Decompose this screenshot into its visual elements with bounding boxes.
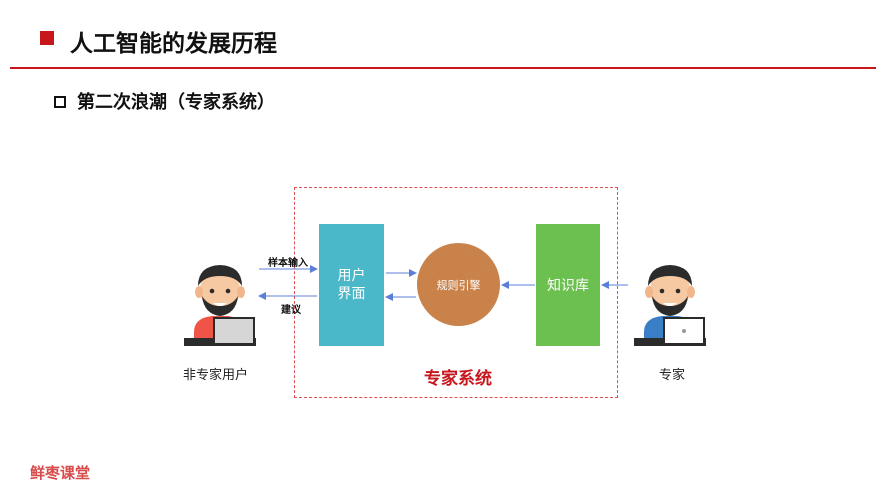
expert-label: 专家 — [659, 368, 686, 383]
user-interface-label: 用户界面 — [337, 268, 366, 302]
subtitle-bullet — [54, 96, 66, 108]
user-interface-block: 用户界面 — [319, 224, 384, 346]
advice-label: 建议 — [281, 305, 301, 316]
non-expert-user-label: 非专家用户 — [183, 368, 249, 383]
knowledge-base-label: 知识库 — [547, 278, 589, 294]
section-subtitle: 第二次浪潮（专家系统） — [77, 92, 275, 113]
page-title: 人工智能的发展历程 — [70, 31, 277, 57]
knowledge-base-block: 知识库 — [536, 224, 600, 346]
inference-engine-circle: 规则引擎 — [417, 243, 500, 326]
non-expert-user-icon — [184, 265, 256, 346]
inference-engine-label: 规则引擎 — [436, 278, 481, 292]
expert-system-boundary — [294, 187, 618, 398]
title-divider — [10, 67, 876, 69]
expert-icon — [634, 265, 706, 346]
title-marker — [40, 31, 54, 45]
sample-input-label: 样本输入 — [268, 258, 308, 269]
brand-logo-text: 鲜枣课堂 — [30, 464, 91, 482]
expert-system-label: 专家系统 — [424, 369, 492, 389]
